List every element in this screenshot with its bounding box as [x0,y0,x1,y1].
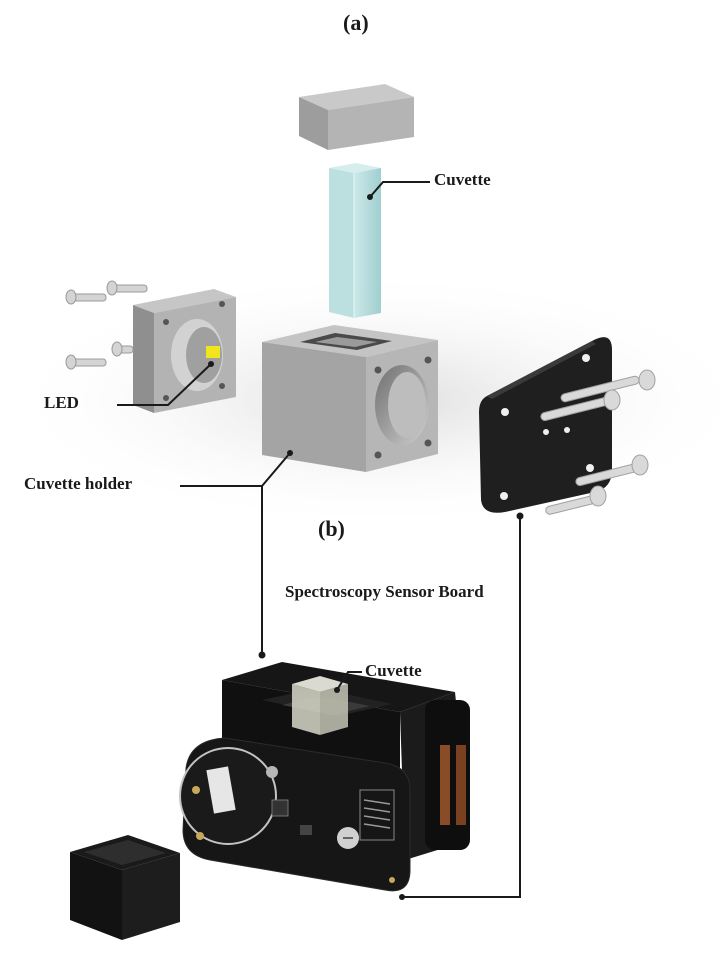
callout-cuvette-top: Cuvette [434,170,491,189]
cuvette-cap [299,84,414,150]
led-chip [206,346,220,358]
device-circuit-board [179,737,411,892]
panel-label-b: (b) [318,516,345,541]
led-plate [133,289,236,413]
device-black-cap [70,835,180,940]
device-cuvette [292,676,348,735]
panel-label-a: (a) [343,10,369,35]
leader-sensor-board [402,516,521,898]
cuvette-holder-cube [262,325,438,472]
callout-cuvette-bottom: Cuvette [365,661,422,680]
callout-sensor-board: Spectroscopy Sensor Board [285,582,484,601]
callout-led: LED [44,393,79,412]
cuvette-glass [329,163,381,318]
leader-cuvette-top [369,181,430,198]
sensor-board-screws [540,369,656,515]
leader-dots [208,194,524,900]
leader-cuvette-bottom [336,671,362,691]
leader-led [117,363,212,406]
sensor-board-plate [479,337,612,513]
leader-lines [117,181,521,898]
led-screws [65,280,148,370]
callout-cuvette-holder: Cuvette holder [24,474,133,493]
